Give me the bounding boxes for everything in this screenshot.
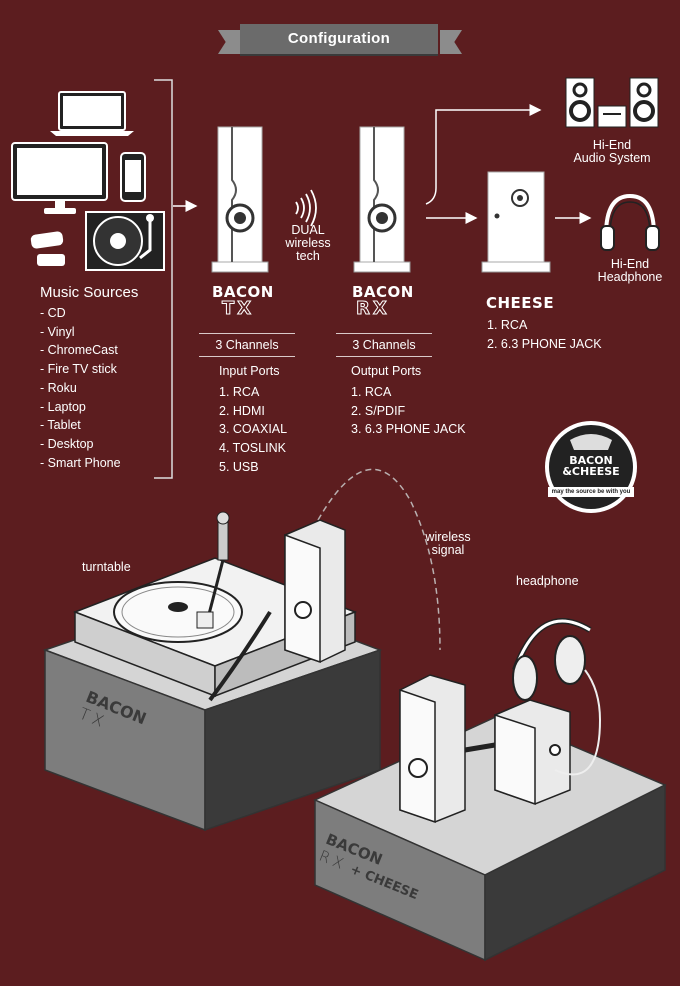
tx-model: TX bbox=[221, 298, 255, 320]
cheese-illustration bbox=[464, 699, 571, 806]
list-item: - ChromeCast bbox=[40, 343, 118, 358]
logo-text: BACON &CHEESE bbox=[562, 454, 620, 478]
wireless-signal-arc bbox=[317, 468, 441, 651]
divider bbox=[199, 356, 295, 357]
ribbon-left-tail bbox=[218, 30, 240, 54]
bacon-rx-illustration bbox=[399, 674, 466, 824]
list-item: 1. RCA bbox=[219, 385, 260, 399]
cheese-ports-list: 1. RCA 2. 6.3 PHONE JACK bbox=[487, 316, 602, 353]
rx-model: RX bbox=[356, 298, 390, 320]
list-item: 1. RCA bbox=[487, 318, 528, 332]
headphone-scene-label: headphone bbox=[516, 574, 579, 588]
page-title: Configuration bbox=[240, 24, 438, 54]
list-item: - Fire TV stick bbox=[40, 362, 117, 377]
rx-channels: 3 Channels bbox=[352, 338, 416, 352]
divider bbox=[336, 356, 432, 357]
list-item: - Vinyl bbox=[40, 324, 75, 339]
list-item: - Roku bbox=[40, 380, 77, 395]
list-item: 2. HDMI bbox=[219, 403, 265, 418]
list-item: 1. RCA bbox=[351, 385, 392, 399]
list-item: 2. S/PDIF bbox=[351, 403, 406, 418]
headphone-illustration bbox=[512, 618, 602, 776]
music-sources-list: - CD - Vinyl - ChromeCast - Fire TV stic… bbox=[40, 304, 121, 472]
laptop-icon bbox=[50, 91, 134, 136]
list-item: - CD bbox=[40, 306, 66, 320]
list-item: - Tablet bbox=[40, 418, 81, 433]
bacon-tx-illustration bbox=[208, 519, 346, 702]
tx-ports-list: 1. RCA 2. HDMI 3. COAXIAL 4. TOSLINK 5. … bbox=[219, 383, 287, 477]
tx-ports-title: Input Ports bbox=[219, 364, 280, 378]
audio-system-label: Hi-End Audio System bbox=[573, 138, 651, 165]
logo-tagline: may the source be with you bbox=[551, 489, 631, 495]
list-item: - Smart Phone bbox=[40, 455, 121, 470]
list-item: - Laptop bbox=[40, 399, 86, 414]
speakers-icon bbox=[565, 77, 659, 128]
smartphone-icon bbox=[120, 152, 146, 202]
list-item: 5. USB bbox=[219, 459, 259, 474]
music-sources-heading: Music Sources bbox=[40, 284, 139, 301]
list-item: 2. 6.3 PHONE JACK bbox=[487, 336, 602, 351]
bacon-rx-unit bbox=[353, 126, 411, 273]
list-item: 4. TOSLINK bbox=[219, 441, 286, 456]
divider bbox=[336, 333, 432, 334]
wireless-signal-label: wireless signal bbox=[425, 530, 471, 557]
bacon-cheese-logo bbox=[545, 421, 637, 513]
list-item: - Desktop bbox=[40, 436, 94, 451]
headphone-output-label: Hi-End Headphone bbox=[597, 257, 663, 284]
headphone-icon bbox=[600, 193, 660, 251]
list-item: 3. COAXIAL bbox=[219, 422, 288, 437]
rx-ports-list: 1. RCA 2. S/PDIF 3. 6.3 PHONE JACK bbox=[351, 383, 466, 439]
cheese-brand: CHEESE bbox=[486, 294, 555, 312]
tx-brand: BACON bbox=[212, 283, 274, 301]
tx-channels: 3 Channels bbox=[215, 338, 279, 352]
cheese-unit bbox=[481, 171, 551, 273]
turntable-icon bbox=[85, 211, 165, 271]
rx-ports-title: Output Ports bbox=[351, 364, 422, 378]
rx-brand: BACON bbox=[352, 283, 414, 301]
right-stand-block bbox=[313, 714, 667, 962]
desktop-monitor-icon bbox=[11, 142, 108, 214]
ribbon-right-tail bbox=[440, 30, 462, 54]
wireless-waves-icon bbox=[295, 189, 317, 227]
divider bbox=[199, 333, 295, 334]
bacon-tx-unit bbox=[211, 126, 269, 273]
turntable-label: turntable bbox=[82, 560, 131, 574]
list-item: 3. 6.3 PHONE JACK bbox=[351, 422, 466, 437]
fire-tv-stick-icon bbox=[37, 254, 65, 266]
chromecast-icon bbox=[30, 231, 64, 249]
wireless-tech-label: DUAL wireless tech bbox=[285, 223, 331, 263]
